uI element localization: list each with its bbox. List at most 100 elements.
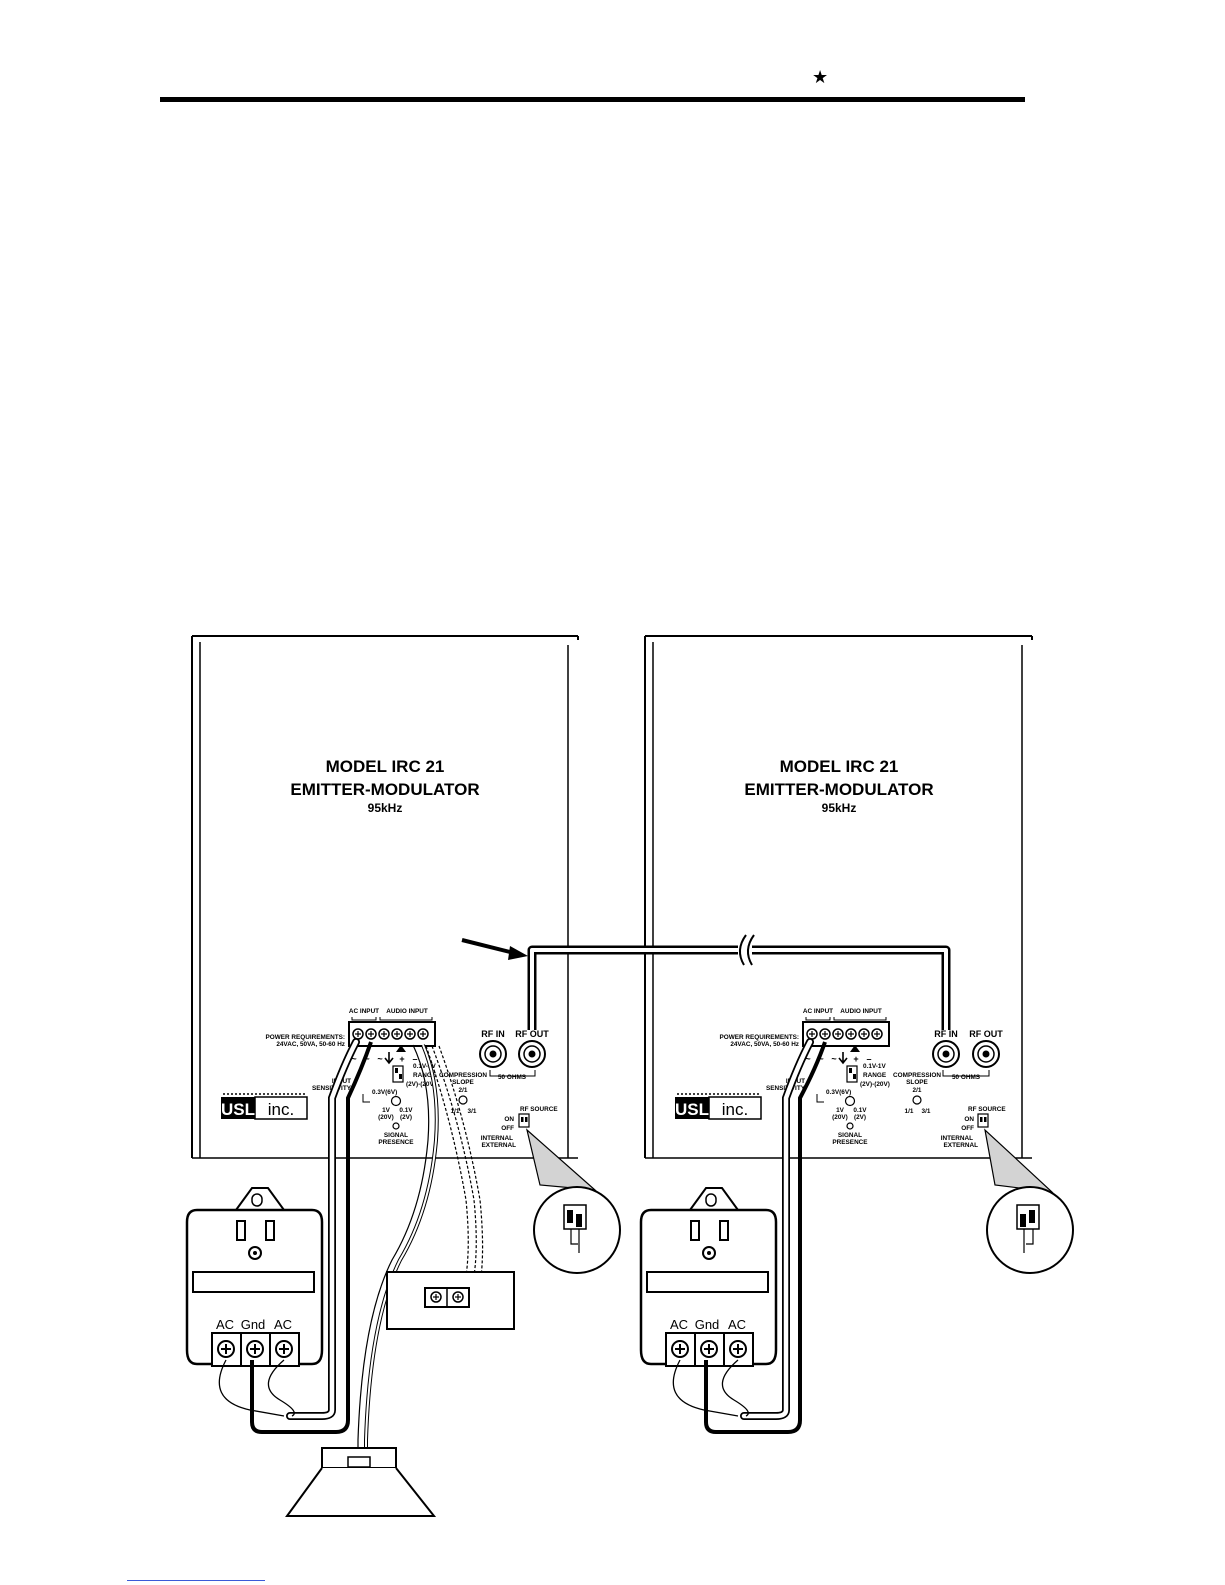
unit-2-rf-in-connector (932, 1040, 960, 1068)
unit-1-range-bottom: (2V)-(20V) (406, 1081, 436, 1088)
svg-text:–: – (866, 1054, 871, 1064)
unit-2-external-label: EXTERNAL (944, 1142, 979, 1149)
unit-2-on-label: ON (964, 1116, 974, 1123)
unit-2-title-model: MODEL IRC 21 (780, 757, 899, 776)
unit-1-sens-right: 0.1V (399, 1107, 413, 1114)
unit-1-sens-left-b: (20V) (378, 1114, 394, 1121)
unit-1-rf-source-label: RF SOURCE (520, 1106, 558, 1113)
svg-text:~: ~ (377, 1054, 382, 1064)
unit-1-on-label: ON (504, 1116, 514, 1123)
unit-2-internal-label: INTERNAL (941, 1135, 973, 1142)
unit-1-power-req: POWER REQUIREMENTS: (265, 1034, 345, 1041)
transformer-1-terminal-ac-2: AC (274, 1317, 292, 1332)
pointer-arrow (461, 938, 528, 960)
svg-text:~: ~ (805, 1054, 810, 1064)
unit-1-slope-label: SLOPE (452, 1079, 474, 1086)
unit-2-rf-out-label: RF OUT (969, 1029, 1003, 1039)
usl-logo: USL inc. (221, 1093, 308, 1120)
transformer-2-terminal-gnd: Gnd (695, 1317, 720, 1332)
unit-2-ratio-3: 3/1 (922, 1108, 931, 1115)
speaker (285, 1447, 437, 1517)
header-rule (160, 97, 1025, 102)
power-cable-1 (218, 1038, 373, 1434)
unit-2-title-name: EMITTER-MODULATOR (744, 780, 933, 799)
unit-2-ratio-1: 1/1 (905, 1108, 914, 1115)
unit-1-internal-label: INTERNAL (481, 1135, 513, 1142)
transformer-2-terminal-ac-1: AC (670, 1317, 688, 1332)
unit-2-rf-out-connector (972, 1040, 1000, 1068)
unit-2-signal-label: SIGNAL (838, 1132, 862, 1139)
unit-1-rf-out-connector (518, 1040, 546, 1068)
unit-1-range-top: 0.1V-1V (413, 1063, 436, 1070)
unit-1-signal-label: SIGNAL (384, 1132, 408, 1139)
unit-2-rf-in-label: RF IN (934, 1029, 958, 1039)
bottom-link-underline (127, 1580, 265, 1581)
unit-2-ratio-2: 2/1 (913, 1087, 922, 1094)
unit-1-sens-left: 1V (382, 1107, 391, 1114)
unit-2-rf-source-switch (977, 1113, 989, 1128)
unit-1-sens-right-b: (2V) (400, 1114, 412, 1121)
unit-2-sens-right: 0.1V (853, 1107, 867, 1114)
unit-2-presence-label: PRESENCE (832, 1139, 868, 1146)
unit-2-rf-source-label: RF SOURCE (968, 1106, 1006, 1113)
transformer-1-terminal-ac-1: AC (216, 1317, 234, 1332)
unit-1-logo-a: USL (221, 1100, 255, 1119)
unit-1-off-label: OFF (501, 1125, 514, 1132)
unit-2-power-spec: 24VAC, 50VA, 50-60 Hz (730, 1041, 799, 1048)
unit-1-ohms-label: 50 OHMS (498, 1074, 527, 1081)
unit-1-rf-in-label: RF IN (481, 1029, 505, 1039)
unit-1-ratio-2: 2/1 (459, 1087, 468, 1094)
transformer-1-terminal-gnd: Gnd (241, 1317, 266, 1332)
svg-text:~: ~ (364, 1054, 369, 1064)
star-icon: ★ (812, 67, 829, 87)
unit-1-ac-input-label: AC INPUT (349, 1008, 379, 1015)
unit-1-audio-input-label: AUDIO INPUT (386, 1008, 428, 1015)
unit-2-ac-input-label: AC INPUT (803, 1008, 833, 1015)
unit-2-sens-right-b: (2V) (854, 1114, 866, 1121)
svg-text:~: ~ (831, 1054, 836, 1064)
unit-1-rf-in-connector (479, 1040, 507, 1068)
unit-2-logo-b: inc. (722, 1100, 748, 1119)
volume-control-box (386, 1271, 515, 1330)
unit-1-rf-source-switch (518, 1113, 530, 1128)
unit-1-range-label: RANGE (413, 1072, 437, 1079)
unit-2-volt-label: 0.3V(6V) (826, 1089, 851, 1096)
unit-2-sens-left: 1V (836, 1107, 845, 1114)
svg-text:~: ~ (818, 1054, 823, 1064)
unit-1-rf-out-label: RF OUT (515, 1029, 549, 1039)
transformer-2: AC Gnd AC (639, 1187, 778, 1367)
unit-2-audio-input-label: AUDIO INPUT (840, 1008, 882, 1015)
unit-2-title-freq: 95kHz (822, 801, 857, 815)
unit-2-logo-a: USL (675, 1100, 709, 1119)
unit-2-compression-label: COMPRESSION (893, 1072, 941, 1079)
svg-text:–: – (412, 1054, 417, 1064)
unit-1-ratio-1: 1/1 (451, 1108, 460, 1115)
svg-text:+: + (853, 1054, 858, 1064)
unit-2-power-req: POWER REQUIREMENTS: (719, 1034, 799, 1041)
unit-2-range-label: RANGE (863, 1072, 887, 1079)
unit-2-range-bottom: (2V)-(20V) (860, 1081, 890, 1088)
speaker-cable (357, 1044, 439, 1456)
transformer-1: AC Gnd AC (185, 1187, 324, 1367)
unit-2-slope-label: SLOPE (906, 1079, 928, 1086)
emitter-unit-1: MODEL IRC 21 EMITTER-MODULATOR 95kHz AC … (191, 635, 621, 1274)
usl-logo: USL inc. (675, 1093, 762, 1120)
unit-1-external-label: EXTERNAL (482, 1142, 517, 1149)
unit-1-compression-label: COMPRESSION (439, 1072, 487, 1079)
power-cable-2 (672, 1038, 827, 1434)
volume-control-cable (425, 1045, 484, 1296)
unit-2-ohms-label: 50 OHMS (952, 1074, 981, 1081)
unit-2-range-top: 0.1V-1V (863, 1063, 886, 1070)
transformer-2-terminal-ac-2: AC (728, 1317, 746, 1332)
unit-1-logo-b: inc. (268, 1100, 294, 1119)
unit-1-title-model: MODEL IRC 21 (326, 757, 445, 776)
unit-1-volt-label: 0.3V(6V) (372, 1089, 397, 1096)
unit-1-ratio-3: 3/1 (468, 1108, 477, 1115)
svg-text:+: + (399, 1054, 404, 1064)
unit-1-title-name: EMITTER-MODULATOR (290, 780, 479, 799)
rf-coax-cable (527, 934, 951, 1030)
unit-2-sens-left-b: (20V) (832, 1114, 848, 1121)
unit-2-off-label: OFF (961, 1125, 974, 1132)
unit-1-presence-label: PRESENCE (378, 1139, 414, 1146)
